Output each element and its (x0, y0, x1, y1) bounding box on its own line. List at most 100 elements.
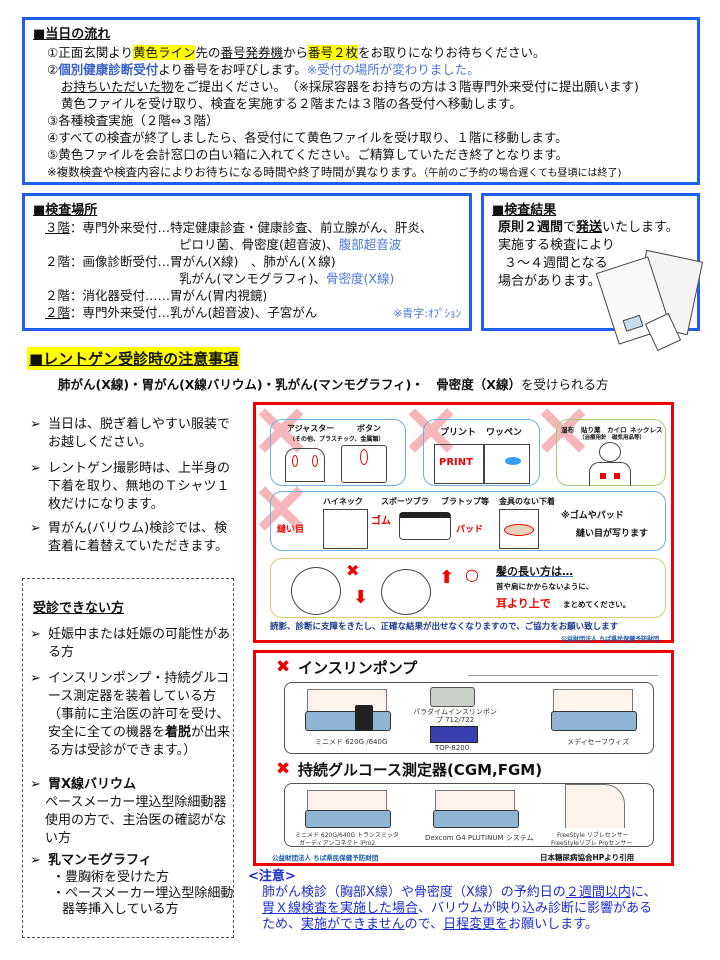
place-row-2f-gi: ２階：消化器受付……胃がん(胃内視鏡) (45, 288, 268, 303)
ineligible-item: ➢インスリンポンプ・持続グルコース測定器を装着している方（事前に主治医の許可を受… (30, 670, 235, 760)
divider (468, 675, 658, 676)
label: 髪の長い方は… (496, 565, 573, 578)
text: 胃Ｘ線検査を実施した場合 (262, 901, 419, 916)
note-title: <注意> (248, 869, 296, 884)
label: ボタン (357, 424, 381, 433)
label: 湿布 (561, 426, 574, 434)
text: ・ペースメーカー埋込型除細動器等挿入している方 (52, 886, 234, 917)
text: 、バリウムが映り込み診断に影響がある (418, 901, 653, 916)
arrow-bullet-icon: ➢ (30, 671, 41, 686)
results-line-1: 原則２週間で発送いたします。 (498, 220, 679, 236)
label: 縫い目 (277, 525, 305, 535)
arrow-bullet-icon: ➢ (30, 417, 41, 432)
place-row-2f-imaging-cont: 乳がん(マンモグラフィ)、骨密度(X線) (179, 271, 394, 287)
flow-step-3: ③各種検査実施（２階⇔３階） (47, 113, 219, 128)
body-skin (553, 689, 633, 713)
documents-illustration (595, 249, 708, 352)
bra-top-icon (499, 509, 539, 549)
text: お持ちいただいた物 (61, 79, 174, 94)
results-title: ■検査結果 (492, 203, 557, 218)
text: レントゲン撮影時は、上半身の下着を取り、無地のＴシャツ１枚だけになります。 (48, 461, 231, 512)
text: から (283, 45, 309, 60)
caption: パラダイムインスリンポンプ 712/722 (413, 708, 497, 724)
organization-logo: 公益財団法人 ちば県民保健予防財団 (272, 854, 379, 862)
ineligible-section: 受診できない方 (22, 578, 234, 938)
flow-step-4: ④すべての検査が終了しましたら、各受付にて黄色ファイルを受け取り、１階に移動しま… (47, 130, 568, 145)
places-section: ■検査場所 ３階：専門外来受付…特定健康診査・健康診査、前立腺がん、肝炎、 ピロ… (22, 193, 472, 331)
option-legend: ※青字:ｵﾌﾟｼｮﾝ (393, 307, 461, 320)
tip-item: ➢胃がん(バリウム)検診では、検査着に着替えていただきます。 (30, 520, 235, 556)
text: ：専門外来受付…乳がん(超音波)、子宮がん (70, 305, 318, 320)
flow-note: ※複数検査や検査内容によりお待ちになる時間や終了時間が異なります。（午前のご予約… (47, 164, 621, 182)
caption: ガーディアンコネクト iPro2 (299, 840, 376, 847)
note-line-3: ため、実施ができませんので、日程変更をお願いします。 (262, 917, 598, 933)
text: 肺がん検診（胸部X線）や骨密度（X線）の予約日の (262, 885, 566, 900)
xray-subtitle: 肺がん(X線)・胃がん(X線バリウム)・乳がん(マンモグラフィ)・ 骨密度（X線… (58, 377, 608, 393)
text: ので、 (404, 917, 444, 932)
text: に、 (630, 885, 657, 900)
label: 耳より上で (496, 597, 551, 610)
panel-underwear: ハイネック スポーツブラ ブラトップ等 金具のない下着 縫い目 ゴム パッド ※… (270, 491, 666, 551)
arrow-bullet-icon: ➢ (30, 853, 41, 868)
tip-item: ➢当日は、脱ぎ着しやすい服装でお越しください。 (30, 416, 235, 452)
body-skin (307, 689, 387, 713)
arrow-up-icon: ⬆ (439, 567, 455, 588)
body-skin (435, 790, 515, 812)
text: 乳がん(マンモグラフィ)、 (179, 271, 327, 286)
tshirt-icon: PRINT (434, 444, 484, 484)
caption: FreeStyle リブレセンサー (557, 832, 629, 839)
text: 胃X線バリウム (48, 777, 137, 792)
option-text: 骨密度(X線) (326, 271, 395, 286)
text: ※複数検査や検査内容によりお待ちになる時間や終了時間が異なります。 (47, 165, 424, 179)
source-credit: 日本糖尿病協会HPより引用 (540, 853, 635, 862)
flow-step-1: ①正面玄関より黄色ライン先の番号発券機から番号２枚をお取りになりお待ちください。 (47, 45, 546, 61)
flow-step-5: ⑤黄色ファイルを会計窓口の白い箱に入れてください。ご精算していただき終了となりま… (47, 147, 568, 162)
flow-title: ■当日の流れ (33, 27, 111, 42)
place-row-3f: ３階：専門外来受付…特定健康診査・健康診査、前立腺がん、肝炎、 (45, 220, 433, 236)
text: 原則２週間 (498, 220, 564, 235)
floor: ２階 (45, 305, 71, 320)
jeans (433, 810, 519, 828)
place-row-3f-cont: ピロリ菌、骨密度(超音波)、腹部超音波 (179, 237, 401, 253)
panel-long-hair: ✖ ⬇ ⬆ ○ 髪の長い方は… 首や肩にかからないように、 耳より上で まとめて… (270, 558, 666, 618)
label: ※ゴムやパッド (561, 511, 624, 521)
arm-skin (565, 784, 625, 828)
flow-step-2c: 黄色ファイルを受け取り、検査を実施する２階または３階の各受付へ移動します。 (61, 96, 522, 111)
highneck-icon (323, 509, 368, 549)
tip-item: ➢レントゲン撮影時は、上半身の下着を取り、無地のＴシャツ１枚だけになります。 (30, 460, 235, 514)
caption: TOP-8200 (435, 744, 470, 752)
text: お願いします。 (508, 917, 598, 932)
places-title: ■検査場所 (33, 203, 98, 218)
label: プリント (440, 428, 477, 438)
body-outline (589, 462, 631, 486)
label: （治療用針 磁気用品等） (579, 435, 646, 441)
text: 乳マンモグラフィ (48, 853, 152, 868)
ineligible-item: ➢妊娠中または妊娠の可能性がある方 (30, 626, 235, 662)
text: より番号をお呼びします。 (158, 62, 307, 77)
label: 貼り薬 (581, 426, 601, 434)
text: ため、 (262, 917, 302, 932)
note-line-2: 胃Ｘ線検査を実施した場合、バリウムが映り込み診断に影響がある (262, 901, 652, 917)
label: まとめてください。 (563, 600, 631, 609)
prohibited-x-icon: ✖ (276, 657, 291, 677)
text: （午前のご予約の場合遅くても昼頃には終了) (423, 168, 622, 179)
text: をご提出ください。 （※採尿容器をお持ちの方は３階専門外来受付に提出願います) (173, 79, 639, 94)
text: ② (47, 62, 59, 77)
label: カイロ (607, 426, 627, 434)
label: アジャスター (287, 424, 335, 433)
paradigm-pump-icon (430, 687, 475, 707)
results-line-3: ３～４週間となる (504, 256, 608, 271)
option-text: 腹部超音波 (338, 237, 402, 252)
text: 先の (195, 45, 221, 60)
jeans (551, 711, 637, 731)
label: ブラトップ等 (441, 497, 489, 506)
text: ２週間以内 (565, 885, 631, 900)
clothing-guide-figure: アジャスター ボタン （その他、プラスチック、金属類） プリント ワッペン PR… (253, 402, 674, 643)
flow-step-2: ②個別健康診断受付より番号をお呼びします。※受付の場所が変わりました。 (47, 62, 480, 78)
label: スポーツブラ (381, 497, 429, 506)
text: をお取りになりお待ちください。 (358, 45, 546, 60)
ineligible-item: ➢胃X線バリウムペースメーカー埋込型除細動器使用の方で、主治医の確認がない方 (30, 776, 235, 848)
insulin-pump-title: インスリンポンプ (298, 659, 418, 677)
label: ワッペン (486, 428, 523, 438)
ticket-machine: 番号発券機 (220, 45, 284, 60)
